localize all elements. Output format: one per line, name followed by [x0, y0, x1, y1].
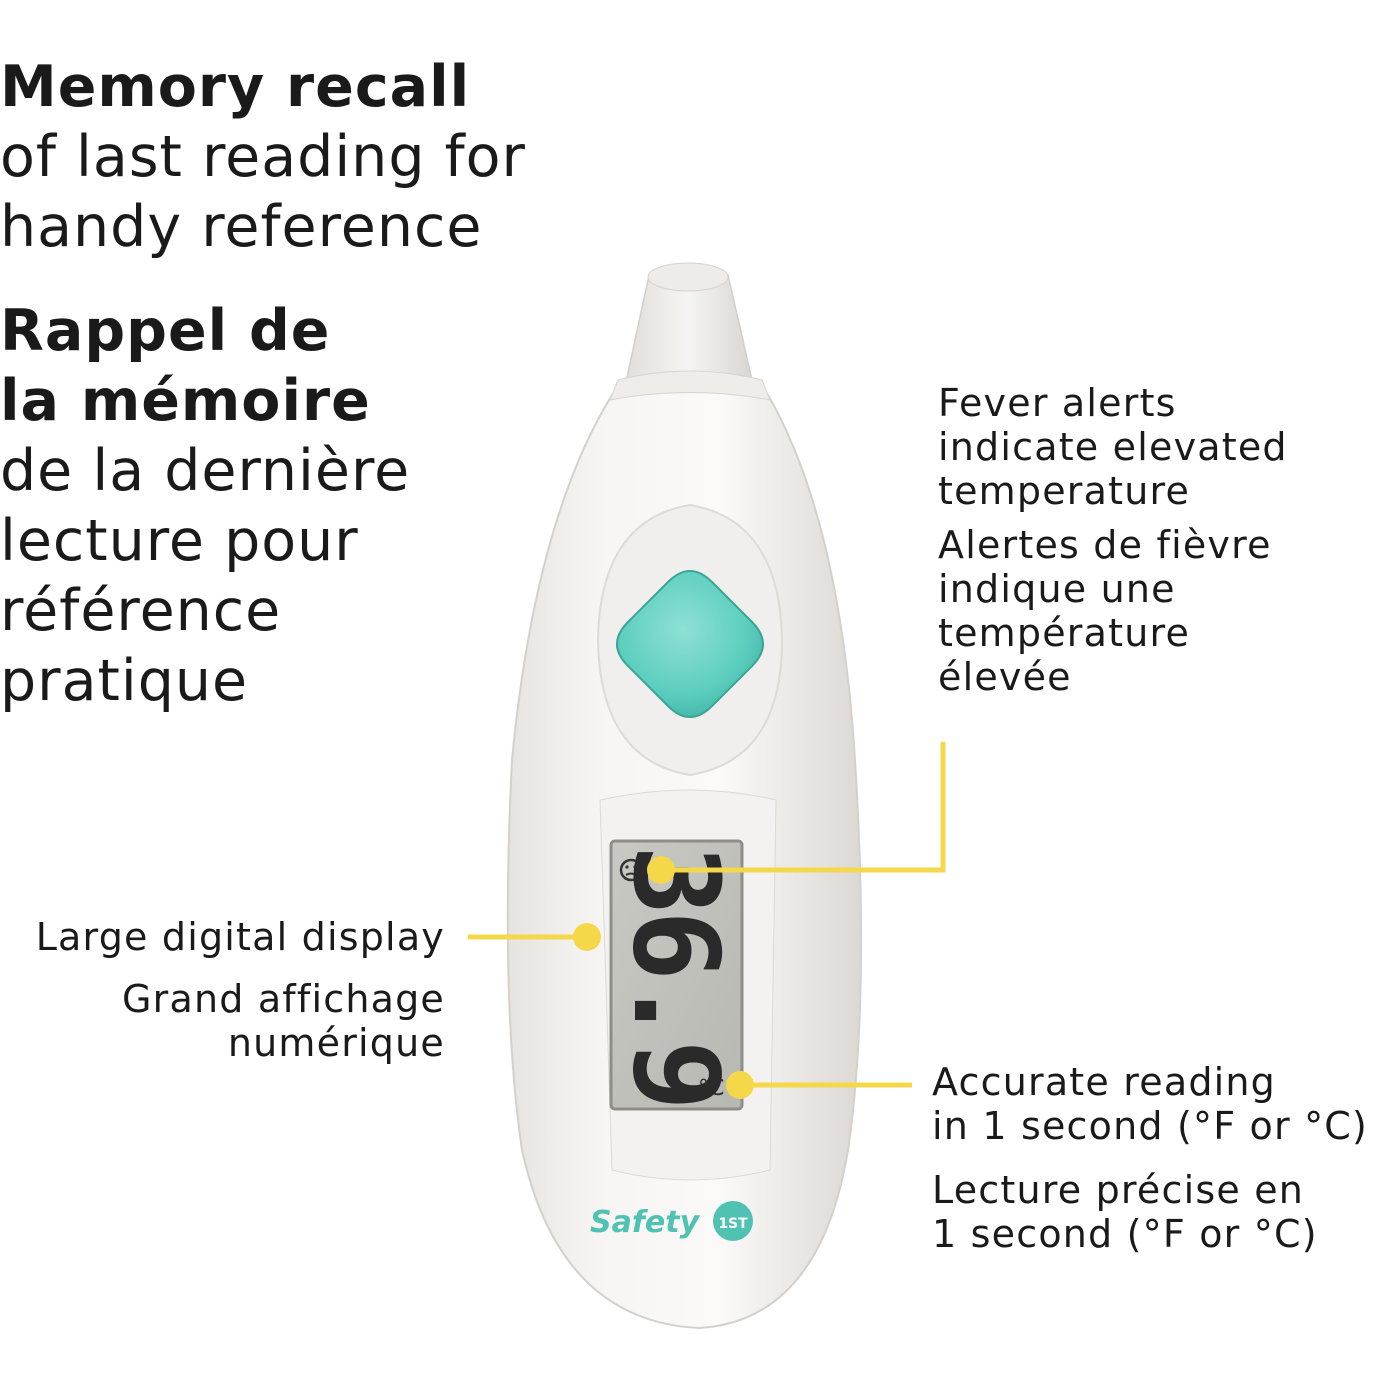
fever-en-line-1: Fever alerts [938, 381, 1177, 425]
fever-fr-line-1: Alertes de fièvre [938, 523, 1272, 567]
svg-text:Safety: Safety [590, 1205, 701, 1240]
rappel-line-3: référence [0, 578, 282, 644]
large-display-callout: Large digital display Grand affichage nu… [36, 915, 445, 1065]
memory-recall-title: Memory recall [0, 54, 471, 120]
svg-text:1ST: 1ST [718, 1216, 748, 1232]
accurate-fr-line-1: Lecture précise en [932, 1168, 1305, 1212]
rappel-line-4: pratique [0, 648, 249, 714]
fever-fr-line-3: température [938, 611, 1191, 655]
rappel-line-2: lecture pour [0, 508, 359, 574]
fever-fr-line-2: indique une [938, 567, 1176, 611]
fever-callout-dot [647, 856, 675, 884]
lcd-unit: °C [698, 1076, 724, 1101]
rappel-title-line-2: la mémoire [0, 368, 371, 434]
lcd-reading: 36.9 [607, 845, 745, 1105]
display-callout-dot [573, 923, 601, 951]
accurate-reading-callout: Accurate reading in 1 second (°F or °C) … [932, 1060, 1368, 1256]
memory-recall-en: Memory recall of last reading for handy … [0, 52, 526, 262]
memory-recall-fr: Rappel de la mémoire de la dernière lect… [0, 296, 410, 716]
power-button-icon [616, 570, 764, 718]
brand-logo: Safety 1ST [590, 1201, 753, 1241]
rappel-line-1: de la dernière [0, 438, 411, 504]
memory-recall-line-1: of last reading for [0, 124, 526, 190]
accurate-fr-line-2: 1 second (°F or °C) [932, 1212, 1318, 1256]
display-en-line: Large digital display [35, 915, 445, 959]
accurate-callout-dot [726, 1071, 754, 1099]
display-fr-line-2: numérique [227, 1021, 445, 1065]
fever-en-line-3: temperature [938, 469, 1191, 513]
fever-en-line-2: indicate elevated [938, 425, 1288, 469]
accurate-en-line-2: in 1 second (°F or °C) [932, 1104, 1369, 1148]
fever-alert-callout: Fever alerts indicate elevated temperatu… [938, 381, 1288, 699]
fever-fr-line-4: élevée [938, 655, 1072, 699]
display-fr-line-1: Grand affichage [121, 977, 445, 1021]
accurate-en-line-1: Accurate reading [932, 1060, 1276, 1104]
rappel-title-line-1: Rappel de [0, 298, 331, 364]
fever-face-icon [619, 858, 643, 882]
callout-lines [468, 742, 946, 1088]
lcd-screen [609, 839, 744, 1111]
memory-recall-line-2: handy reference [0, 194, 483, 260]
